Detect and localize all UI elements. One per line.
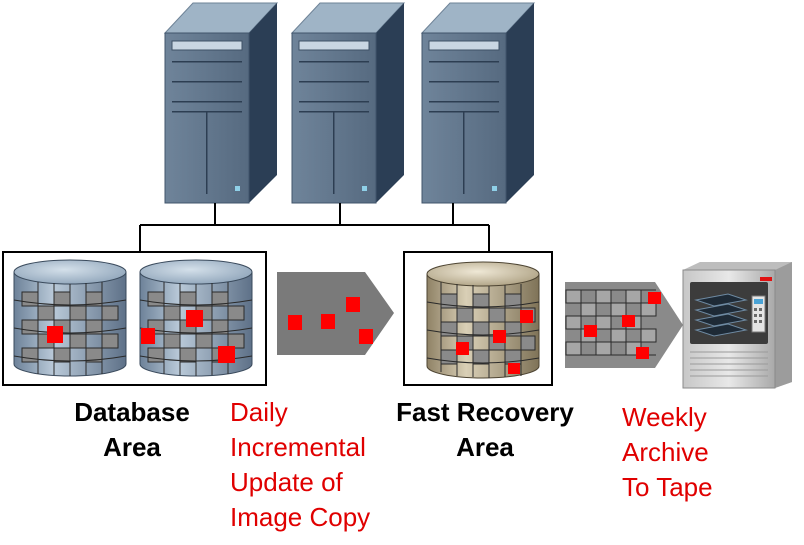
pentagon-arrow-icon xyxy=(277,272,394,355)
daily-update-label-line-2: Incremental xyxy=(230,432,366,462)
pentagon-arrow-icon xyxy=(565,282,683,368)
database-area-label-line-1: Database xyxy=(74,397,190,427)
weekly-archive-label-line-2: Archive xyxy=(622,437,709,467)
server-icon xyxy=(164,2,278,204)
database-cylinder-icon xyxy=(426,261,540,379)
server-icon xyxy=(421,2,535,204)
database-cylinder-icon xyxy=(13,259,127,377)
weekly-archive-label-line-1: Weekly xyxy=(622,402,707,432)
daily-update-label: Daily Incremental Update of Image Copy xyxy=(230,395,370,535)
weekly-archive-label-line-3: To Tape xyxy=(622,472,713,502)
weekly-archive-label: Weekly Archive To Tape xyxy=(622,400,713,505)
tape-library-icon xyxy=(682,262,792,389)
database-area-label-line-2: Area xyxy=(103,432,161,462)
fast-recovery-area-label-line-1: Fast Recovery xyxy=(396,397,574,427)
daily-update-label-line-1: Daily xyxy=(230,397,288,427)
connector-lines xyxy=(139,203,490,252)
database-cylinder-icon xyxy=(139,259,253,377)
database-area-label: Database Area xyxy=(52,395,212,465)
daily-update-label-line-3: Update of xyxy=(230,467,343,497)
fast-recovery-area-label-line-2: Area xyxy=(456,432,514,462)
fast-recovery-area-label: Fast Recovery Area xyxy=(386,395,584,465)
daily-update-label-line-4: Image Copy xyxy=(230,502,371,532)
server-icon xyxy=(291,2,405,204)
